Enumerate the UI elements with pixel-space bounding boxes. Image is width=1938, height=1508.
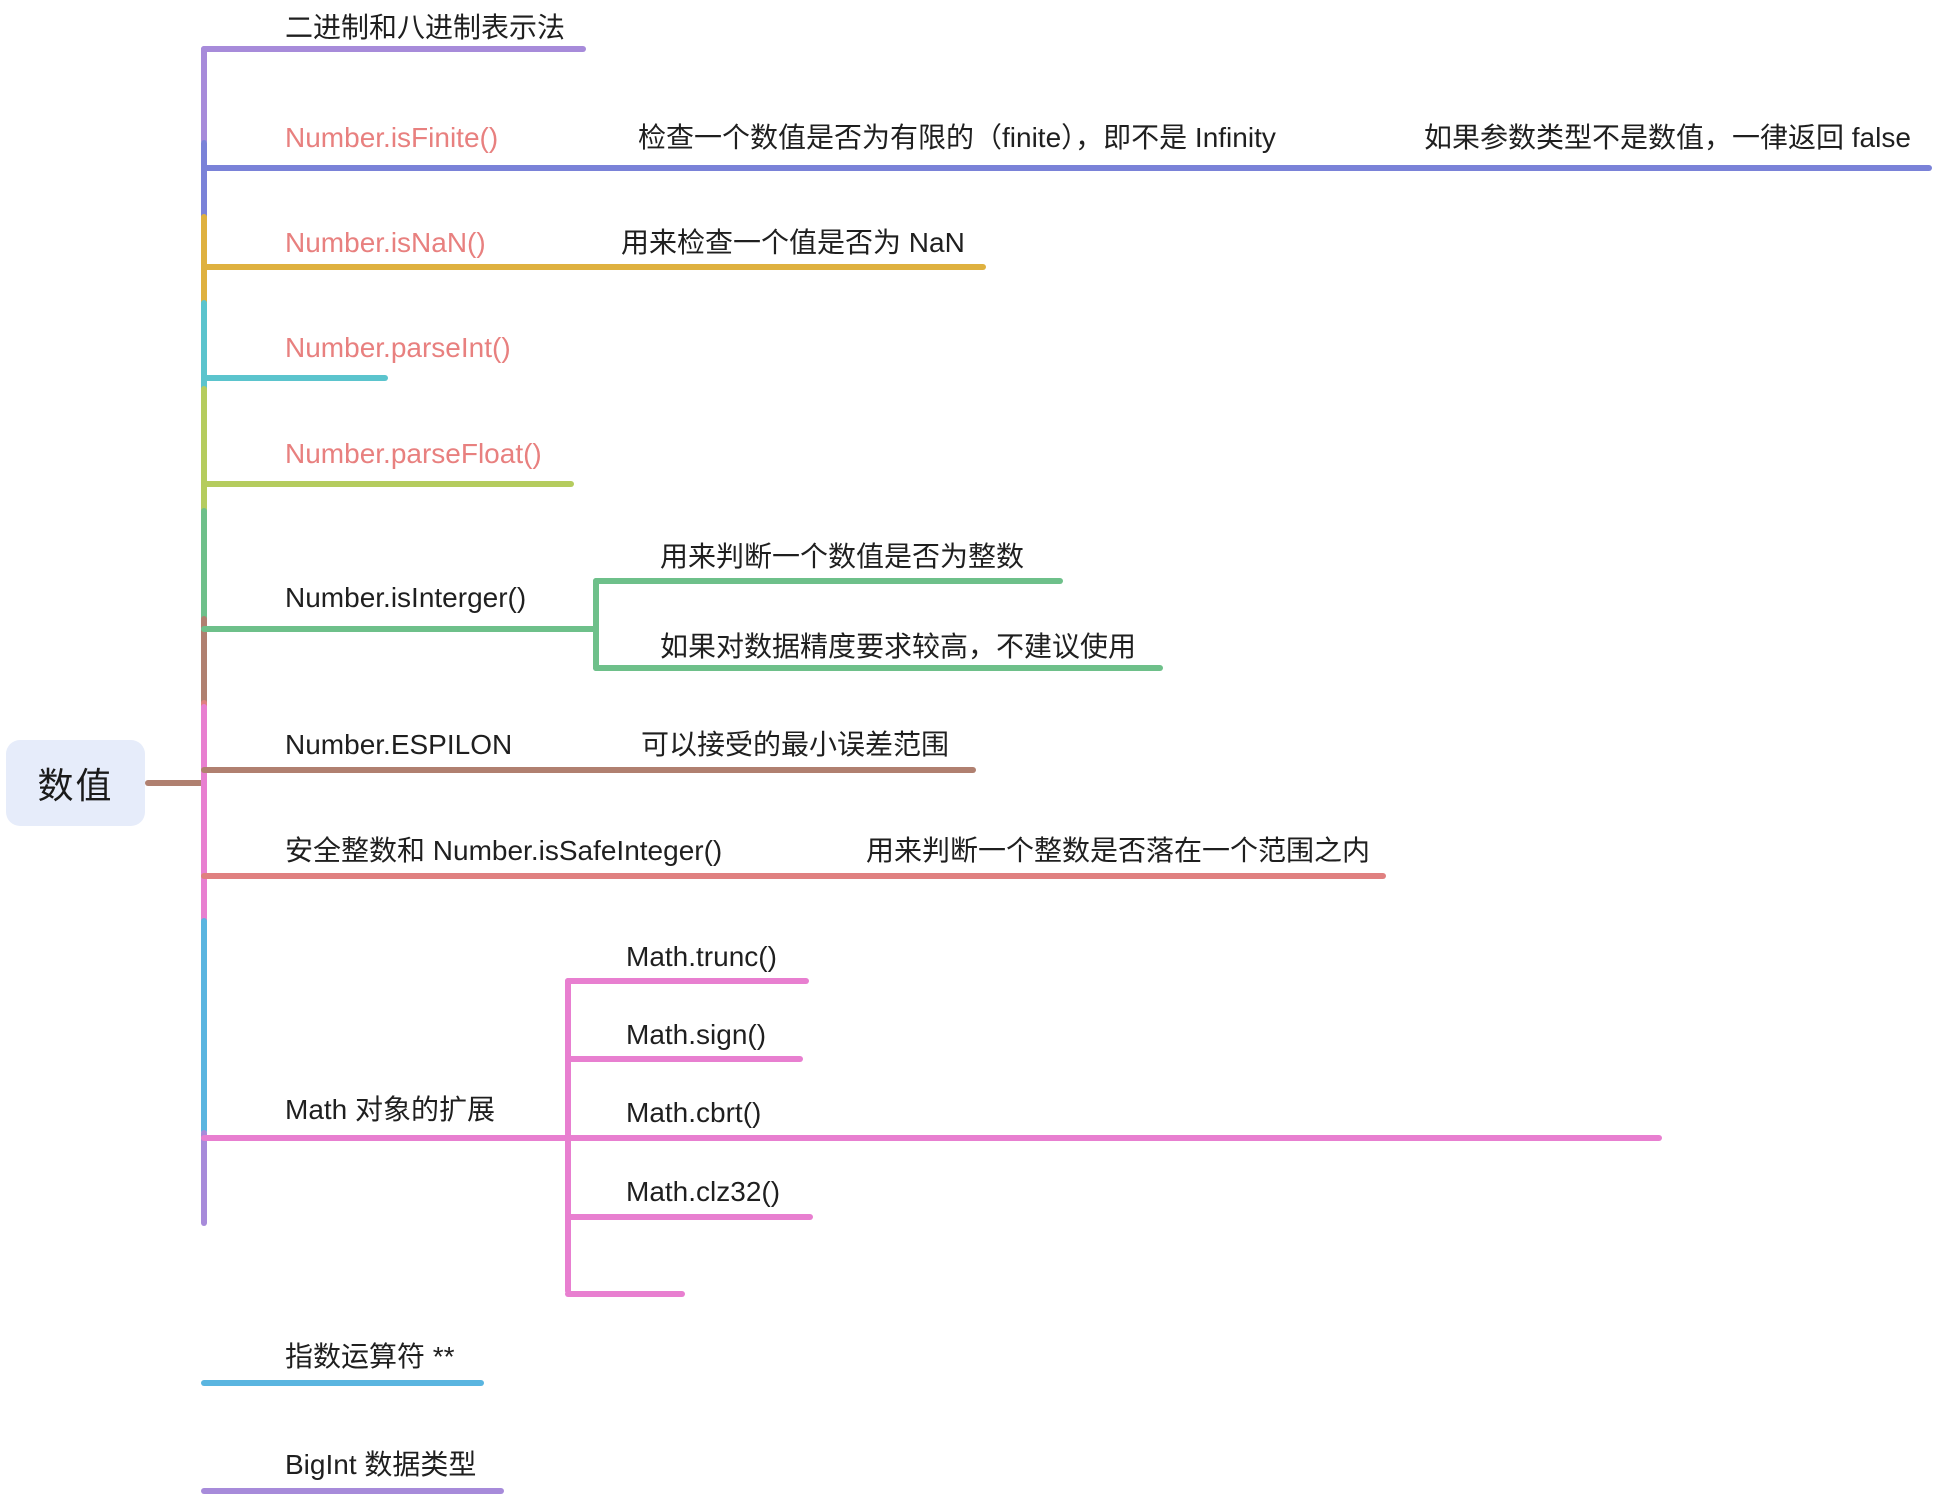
branch-underline-math-trunc: [565, 978, 809, 984]
node-number-isnan-label[interactable]: Number.isNaN(): [285, 227, 486, 258]
node-safe-integer-desc-1[interactable]: 用来判断一个整数是否落在一个范围之内: [866, 835, 1371, 866]
branch-underline-binary-octal: [201, 46, 586, 52]
node-isinterger-desc-1[interactable]: 用来判断一个数值是否为整数: [660, 541, 1025, 572]
node-isfinite-desc-2[interactable]: 如果参数类型不是数值，一律返回 false: [1424, 122, 1911, 153]
node-exponent-operator-label[interactable]: 指数运算符 **: [285, 1341, 455, 1372]
branch-underline-math-cbrt: [565, 1135, 803, 1141]
spine-segment-pink: [201, 704, 207, 922]
node-isfinite-desc-1[interactable]: 检查一个数值是否为有限的（finite），即不是 Infinity: [638, 122, 1276, 153]
root-connector: [145, 780, 207, 786]
branch-underline-math-extension: [201, 1135, 1662, 1141]
node-number-parseint-label[interactable]: Number.parseInt(): [285, 332, 511, 363]
branch-underline-isinterger-desc-1: [593, 578, 1063, 584]
branch-underline-number-espilon: [201, 767, 976, 773]
branch-underline-isinterger-desc-2: [593, 665, 1163, 671]
branch-underline-exponent-operator: [201, 1380, 484, 1386]
node-math-trunc-label[interactable]: Math.trunc(): [626, 941, 777, 972]
branch-underline-number-parsefloat: [201, 481, 574, 487]
branch-underline-math-clz32: [565, 1214, 813, 1220]
spine-segment-green: [201, 508, 207, 628]
node-binary-octal-label[interactable]: 二进制和八进制表示法: [285, 12, 566, 43]
branch-underline-bigint-type: [201, 1488, 504, 1494]
branch-underline-number-isfinite: [201, 165, 1932, 171]
node-bigint-type-label[interactable]: BigInt 数据类型: [285, 1449, 477, 1480]
branch-underline-math-empty: [565, 1291, 685, 1297]
subspine-number-isinterger: [593, 578, 599, 671]
root-node-label: 数值: [37, 765, 114, 806]
node-isnan-desc-1[interactable]: 用来检查一个值是否为 NaN: [621, 227, 965, 258]
node-espilon-desc-1[interactable]: 可以接受的最小误差范围: [641, 729, 950, 760]
node-safe-integer-label[interactable]: 安全整数和 Number.isSafeInteger(): [285, 835, 723, 866]
node-number-isfinite-label[interactable]: Number.isFinite(): [285, 122, 499, 153]
spine-segment-purple: [201, 46, 207, 144]
node-isinterger-desc-2[interactable]: 如果对数据精度要求较高，不建议使用: [660, 631, 1137, 662]
spine-segment-teal: [201, 300, 207, 400]
branch-underline-math-sign: [565, 1056, 803, 1062]
branch-underline-number-isinterger: [201, 626, 599, 632]
root-node[interactable]: 数值: [6, 740, 145, 826]
node-number-isinterger-label[interactable]: Number.isInterger(): [285, 582, 527, 613]
spine-segment-purple-bottom: [201, 1130, 207, 1226]
branch-underline-number-parseint: [201, 375, 388, 381]
node-math-extension-label[interactable]: Math 对象的扩展: [285, 1094, 496, 1125]
node-number-parsefloat-label[interactable]: Number.parseFloat(): [285, 438, 542, 469]
spine-segment-brown: [201, 616, 207, 708]
spine-segment-blueviolet: [201, 140, 207, 228]
spine-segment-yellowgreen: [201, 386, 207, 522]
branch-underline-safe-integer: [201, 873, 1386, 879]
node-math-cbrt-label[interactable]: Math.cbrt(): [626, 1097, 762, 1128]
node-number-espilon-label[interactable]: Number.ESPILON: [285, 729, 513, 760]
node-math-sign-label[interactable]: Math.sign(): [626, 1019, 767, 1050]
node-math-clz32-label[interactable]: Math.clz32(): [626, 1176, 781, 1207]
branch-underline-number-isnan: [201, 264, 986, 270]
spine-segment-lightblue: [201, 918, 207, 1134]
